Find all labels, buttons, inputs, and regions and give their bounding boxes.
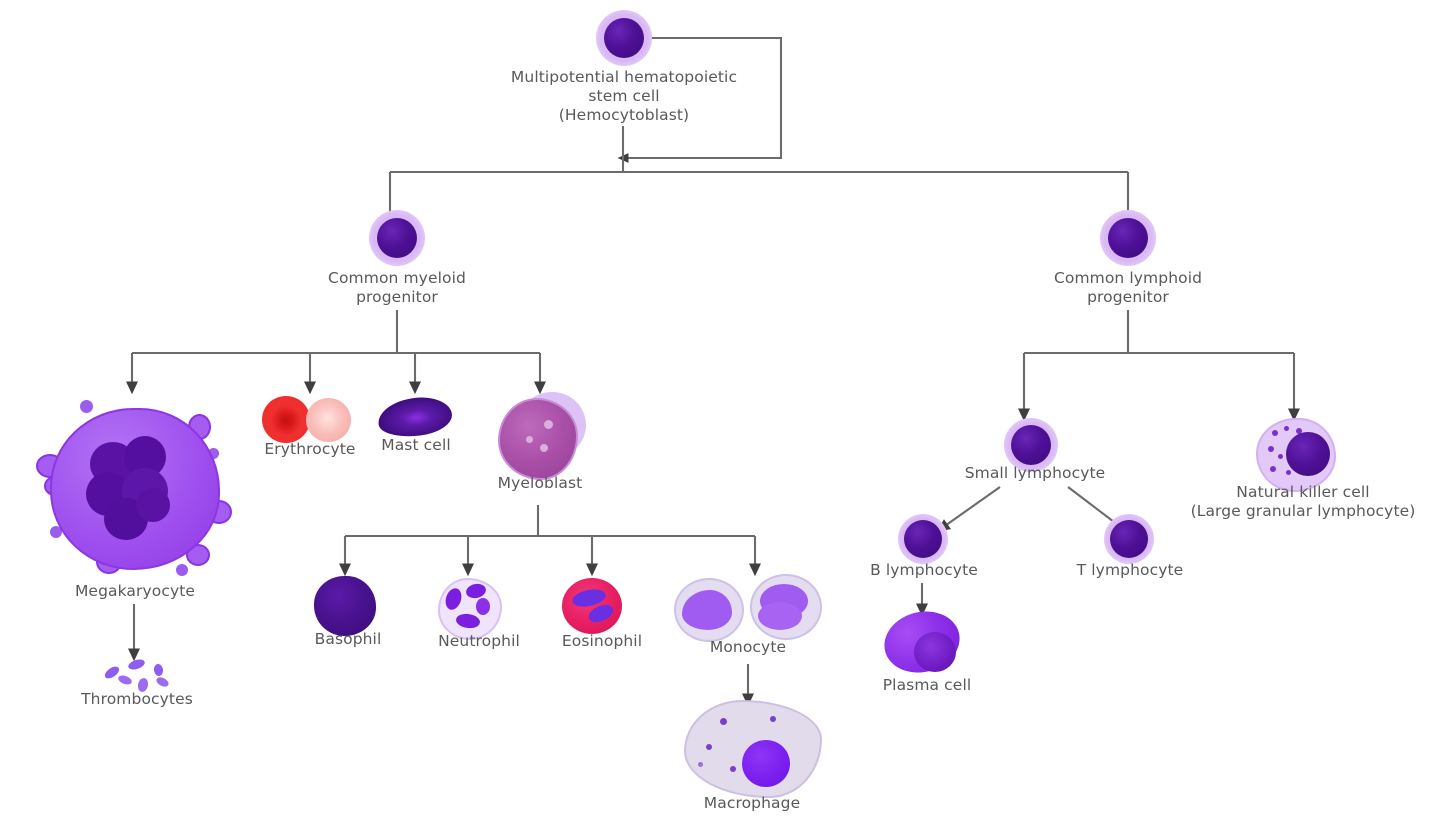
node-t-lymphocyte[interactable] bbox=[1104, 514, 1154, 564]
platelet-speck bbox=[50, 526, 62, 538]
node-plasma-cell[interactable] bbox=[877, 603, 967, 681]
cell-granule bbox=[526, 436, 533, 443]
cell-nucleus bbox=[742, 740, 790, 787]
platelet bbox=[153, 663, 164, 677]
cell-nucleus bbox=[377, 218, 417, 258]
node-small-lymphocyte[interactable] bbox=[1004, 418, 1058, 472]
label-common-myeloid-progenitor: Common myeloid progenitor bbox=[328, 269, 466, 306]
cell-granule bbox=[1286, 470, 1291, 475]
label-common-lymphoid-progenitor: Common lymphoid progenitor bbox=[1053, 269, 1203, 306]
label-eosinophil: Eosinophil bbox=[561, 632, 643, 650]
cell-granule bbox=[1278, 454, 1283, 459]
label-erythrocyte: Erythrocyte bbox=[264, 440, 356, 458]
cell-granule bbox=[1296, 428, 1302, 434]
cell-granule bbox=[1268, 446, 1274, 452]
platelet bbox=[117, 673, 133, 687]
node-myeloblast[interactable] bbox=[496, 392, 588, 482]
label-b-lymphocyte: B lymphocyte bbox=[870, 561, 978, 579]
cell-nucleus bbox=[1286, 432, 1330, 476]
label-plasma-cell: Plasma cell bbox=[882, 676, 972, 694]
cell-nucleus bbox=[1110, 520, 1148, 558]
cell-nucleus bbox=[758, 602, 802, 630]
cell-body bbox=[562, 578, 622, 634]
label-megakaryocyte: Megakaryocyte bbox=[74, 582, 196, 600]
label-t-lymphocyte: T lymphocyte bbox=[1076, 561, 1184, 579]
platelet bbox=[154, 675, 171, 689]
label-neutrophil: Neutrophil bbox=[438, 632, 520, 650]
cell-nucleus bbox=[904, 520, 942, 558]
cell-nucleus bbox=[682, 590, 732, 630]
label-macrophage: Macrophage bbox=[703, 794, 801, 812]
node-erythrocyte[interactable] bbox=[262, 396, 356, 444]
platelet-speck bbox=[80, 400, 93, 413]
label-natural-killer-cell: Natural killer cell (Large granular lymp… bbox=[1190, 483, 1416, 520]
erythrocyte-cell bbox=[306, 398, 351, 442]
node-hsc[interactable] bbox=[596, 10, 652, 66]
platelet bbox=[127, 657, 146, 672]
cell-body bbox=[314, 576, 376, 636]
label-myeloblast: Myeloblast bbox=[497, 474, 583, 492]
label-mast-cell: Mast cell bbox=[381, 436, 451, 454]
cell-granule bbox=[540, 444, 548, 452]
node-common-lymphoid-progenitor[interactable] bbox=[1100, 210, 1156, 266]
cell-granule bbox=[1270, 466, 1276, 472]
cell-nucleus bbox=[604, 18, 644, 58]
label-small-lymphocyte: Small lymphocyte bbox=[964, 464, 1106, 482]
cell-granule bbox=[720, 718, 727, 725]
label-hsc: Multipotential hematopoietic stem cell (… bbox=[510, 68, 738, 124]
node-basophil[interactable] bbox=[314, 576, 378, 638]
node-natural-killer-cell[interactable] bbox=[1256, 418, 1336, 492]
node-eosinophil[interactable] bbox=[562, 578, 624, 636]
label-basophil: Basophil bbox=[314, 630, 382, 648]
node-macrophage[interactable] bbox=[684, 700, 822, 798]
cell-body bbox=[375, 393, 455, 441]
cell-nucleus bbox=[914, 632, 956, 672]
node-megakaryocyte[interactable] bbox=[28, 392, 243, 592]
cell-nucleus-lobe bbox=[476, 598, 490, 615]
node-thrombocytes[interactable] bbox=[98, 657, 178, 694]
cell-nucleus bbox=[1011, 425, 1051, 465]
cell-granule bbox=[706, 744, 712, 750]
cell-granule bbox=[1272, 430, 1278, 436]
node-monocyte[interactable] bbox=[674, 574, 822, 642]
cell-body bbox=[498, 398, 578, 480]
node-b-lymphocyte[interactable] bbox=[898, 514, 948, 564]
cell-granule bbox=[544, 420, 553, 429]
platelet-speck bbox=[208, 448, 219, 459]
node-neutrophil[interactable] bbox=[438, 578, 502, 640]
platelet-speck bbox=[176, 564, 188, 576]
cell-granule bbox=[1284, 426, 1289, 431]
cell-granule bbox=[770, 716, 776, 722]
erythrocyte-cell bbox=[262, 396, 310, 443]
cell-granule bbox=[730, 766, 736, 772]
node-common-myeloid-progenitor[interactable] bbox=[369, 210, 425, 266]
cell-granule bbox=[698, 762, 703, 767]
label-monocyte: Monocyte bbox=[709, 638, 787, 656]
cell-nucleus bbox=[136, 488, 170, 522]
label-thrombocytes: Thrombocytes bbox=[81, 690, 193, 708]
cell-nucleus bbox=[1108, 218, 1148, 258]
node-mast-cell[interactable] bbox=[375, 393, 455, 441]
